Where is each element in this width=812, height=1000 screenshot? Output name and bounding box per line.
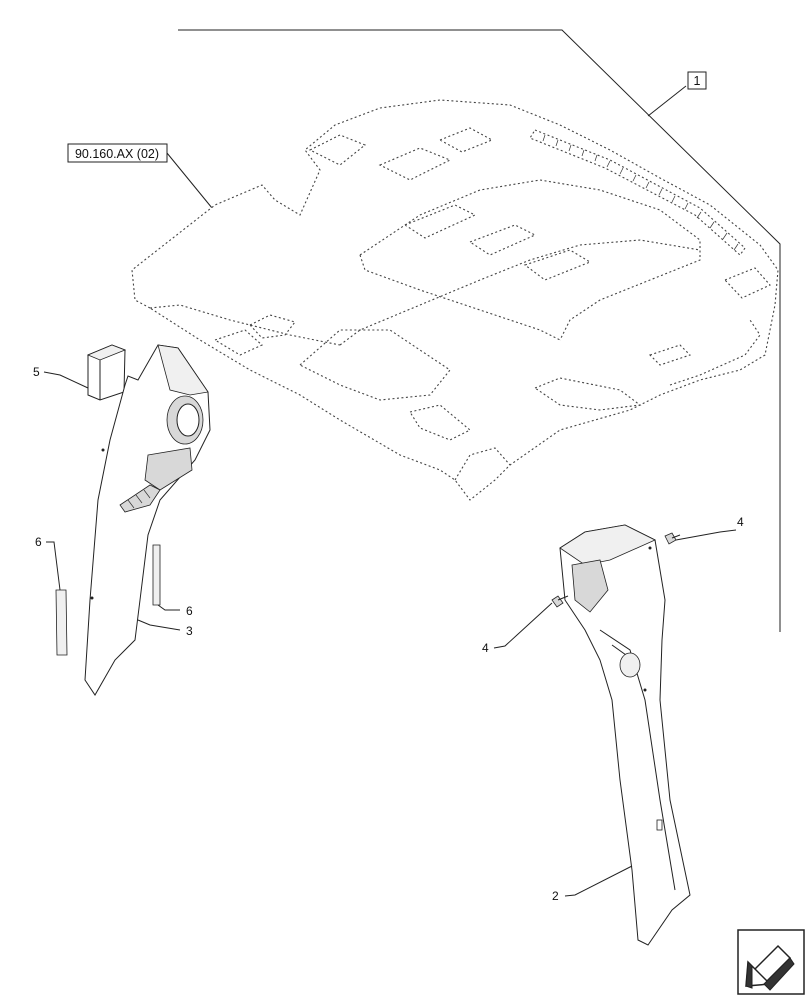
headliner-phantom [131, 99, 779, 501]
vent-grille [529, 129, 746, 256]
part-2-right-pillar-trim[interactable] [559, 524, 691, 946]
part-6-left-strip[interactable] [55, 589, 68, 656]
cross-reference-box[interactable]: 90.160.AX (02) [67, 143, 213, 209]
assembly-bracket [178, 29, 781, 632]
callout-6-right: 6 [186, 604, 193, 618]
callout-4-lower: 4 [482, 641, 489, 655]
callout-leaders [43, 371, 737, 897]
assembly-number-label: 1 [694, 74, 701, 88]
callout-6-left: 6 [35, 535, 42, 549]
part-3-left-pillar-trim[interactable] [84, 344, 211, 696]
part-5-block[interactable] [86, 344, 127, 401]
part-4-screw-lower[interactable] [551, 595, 569, 608]
callout-3: 3 [186, 624, 193, 638]
cross-reference-label: 90.160.AX (02) [75, 147, 159, 161]
assembly-number-box[interactable]: 1 [687, 71, 707, 90]
part-4-screw-upper[interactable] [664, 532, 681, 545]
arrow-left-down-icon[interactable] [737, 929, 805, 995]
callout-4-upper: 4 [737, 515, 744, 529]
part-6-right-strip[interactable] [152, 544, 161, 606]
callout-2: 2 [552, 889, 559, 903]
callout-5: 5 [33, 365, 40, 379]
